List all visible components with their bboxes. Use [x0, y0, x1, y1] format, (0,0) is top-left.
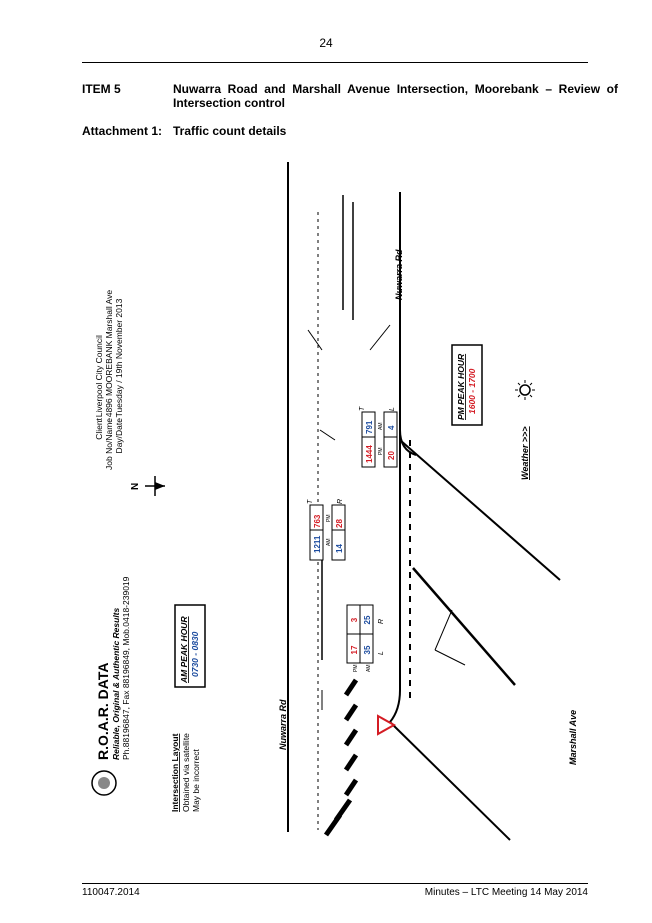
hatched-island	[323, 678, 359, 837]
movement-label: R	[378, 619, 385, 624]
count-group-west: 1211 763 14 28 AM PM T R	[307, 499, 346, 561]
footer-doc-number: 110047.2014	[82, 887, 140, 898]
arrow-icon	[319, 429, 336, 441]
attachment-title: Traffic count details	[173, 124, 287, 138]
arrow-icon	[434, 649, 466, 666]
company-name: R.O.A.R. DATA	[95, 663, 111, 760]
item-label: ITEM 5	[82, 82, 121, 96]
layout-note-title: Intersection Layout	[170, 733, 180, 812]
count-east-left-am: 4	[387, 425, 396, 430]
client-label: Client	[94, 417, 104, 439]
footer-meeting: Minutes – LTC Meeting 14 May 2014	[424, 887, 588, 898]
count-marshall-left-am: 35	[363, 645, 372, 654]
north-arrow-icon: N	[130, 476, 165, 496]
layout-note-line1: Obtained via satellite	[181, 733, 191, 812]
am-peak-time: 0730 - 0830	[190, 631, 200, 677]
company-tagline: Reliable, Original & Authentic Results	[111, 607, 121, 760]
give-way-sign-icon	[377, 714, 397, 736]
count-marshall-right-pm: 3	[350, 617, 359, 622]
nuwarra-curve	[389, 689, 401, 723]
job-label: Job No/Name	[104, 418, 114, 470]
count-group-east: 1444 791 20 4 PM AM T L	[359, 406, 398, 468]
road-label-nuwarra-east: Nuwarra Rd	[394, 249, 404, 300]
arrow-icon	[369, 324, 391, 351]
footer-rule	[82, 883, 588, 884]
count-east-left-pm: 20	[387, 451, 396, 460]
roar-logo-inner-icon	[98, 777, 110, 789]
movement-label: T	[307, 499, 314, 504]
layout-note-line2: May be incorrect	[191, 749, 201, 812]
marshall-north-kerb	[389, 721, 511, 841]
count-east-through-am: 791	[365, 420, 374, 434]
count-marshall-left-pm: 17	[350, 645, 359, 654]
marshall-south-kerb	[399, 439, 561, 581]
arrow-icon	[307, 329, 323, 351]
movement-label: T	[359, 406, 366, 411]
page-number: 24	[319, 36, 333, 50]
count-east-through-pm: 1444	[365, 445, 374, 463]
count-tag-pm: PM	[378, 448, 384, 456]
count-west-right-am: 14	[335, 544, 344, 553]
header-rule	[82, 62, 588, 63]
movement-label: R	[337, 499, 344, 504]
movement-label: L	[389, 407, 396, 411]
job-value: : 4896 MOOREBANK Marshall Ave	[104, 290, 114, 422]
count-tag-pm: PM	[353, 665, 359, 673]
road-label-nuwarra-west: Nuwarra Rd	[278, 699, 288, 750]
pm-peak-time: 1600 - 1700	[467, 368, 477, 414]
intersection-diagram: R.O.A.R. DATA Reliable, Original & Authe…	[91, 162, 578, 841]
count-tag-am: AM	[326, 539, 332, 547]
am-peak-label: AM PEAK HOUR	[179, 616, 189, 684]
svg-text:N: N	[130, 483, 141, 490]
client-value: : Liverpool City Council	[94, 335, 104, 422]
count-west-right-pm: 28	[335, 519, 344, 528]
marshall-median	[412, 567, 516, 686]
count-marshall-right-am: 25	[363, 615, 372, 624]
count-tag-pm: PM	[326, 515, 332, 523]
company-contact: Ph.88196847, Fax 88196849, Mob.0418-2390…	[121, 576, 131, 760]
count-tag-am: AM	[366, 665, 372, 673]
movement-label: L	[378, 651, 385, 655]
count-tag-am: AM	[378, 423, 384, 431]
day-value: : Tuesday / 19th November 2013	[114, 298, 124, 422]
road-label-marshall: Marshall Ave	[568, 710, 578, 765]
sun-icon	[515, 380, 535, 400]
arrow-icon	[434, 609, 453, 651]
weather-label: Weather >>>	[520, 426, 530, 480]
pm-peak-label: PM PEAK HOUR	[456, 353, 466, 420]
am-peak-box	[174, 604, 206, 688]
pm-peak-box	[451, 344, 483, 426]
day-label: Day/Date	[114, 418, 124, 454]
count-group-marshall: 17 35 3 25 PM AM L R	[346, 604, 385, 673]
count-west-through-pm: 763	[313, 514, 322, 528]
count-west-through-am: 1211	[313, 535, 322, 553]
item-title: Nuwarra Road and Marshall Avenue Interse…	[173, 82, 618, 110]
attachment-label: Attachment 1:	[82, 124, 163, 138]
corner-curve	[399, 429, 417, 456]
